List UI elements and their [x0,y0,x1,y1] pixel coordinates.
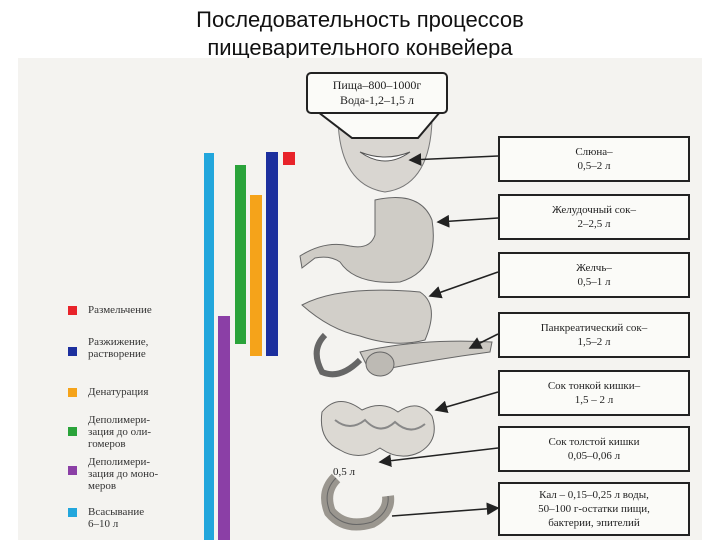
excretion-line-2: 50–100 г-остатки пищи, [538,503,650,515]
secretion-volume: 1,5 – 2 л [574,394,614,406]
legend-swatch-liquefaction [68,347,77,356]
bar-depolymerization-oligomers [235,165,246,344]
secretion-name: Сок тонкой кишки– [547,380,641,392]
legend-label-grinding: Размельчение [88,304,152,316]
legend-swatch-denaturation [68,388,77,397]
large-intestine-image [321,473,395,531]
stomach-image [299,197,434,283]
title-line-1: Последовательность процессов [196,7,524,32]
intake-food: Пища–800–1000г [332,78,422,92]
bar-depolymerization-monomers [218,316,230,540]
legend-label-liquefaction: Разжижение, растворение [88,336,149,360]
secretion-volume: 1,5–2 л [577,336,611,348]
secretion-volume: 0,05–0,06 л [567,450,621,462]
secretion-name: Желудочный сок– [552,204,636,216]
secretion-box-small-intestine: Сок тонкой кишки– 1,5 – 2 л [498,370,690,416]
secretion-name: Сок толстой кишки [548,436,640,448]
small-intestine-image [320,401,435,457]
secretion-box-saliva: Слюна– 0,5–2 л [498,136,690,182]
food-water-intake-box: Пища–800–1000г Вода-1,2–1,5 л [306,72,448,114]
liver-pancreas-image [301,289,493,378]
secretion-name: Желчь– [576,262,612,274]
legend-swatch-grinding [68,306,77,315]
excretion-box: Кал – 0,15–0,25 л воды, 50–100 г-остатки… [498,482,690,536]
excretion-line-3: бактерии, эпителий [548,517,640,529]
legend-label-absorption: Всасывание 6–10 л [88,506,145,530]
legend-label-oligomers: Деполимери- зация до оли- гомеров [88,414,152,450]
secretion-box-large-intestine: Сок толстой кишки 0,05–0,06 л [498,426,690,472]
title-line-2: пищеварительного конвейера [207,35,513,60]
legend-swatch-absorption [68,508,77,517]
excretion-line-1: Кал – 0,15–0,25 л воды, [539,489,649,501]
secretion-volume: 0,5–1 л [577,276,611,288]
secretion-name: Слюна– [575,146,613,158]
bar-denaturation [250,195,262,356]
secretion-box-pancreatic: Панкреатический сок– 1,5–2 л [498,312,690,358]
page-title: Последовательность процессов пищеварител… [0,6,720,62]
large-intestine-volume-label: 0,5 л [333,466,355,478]
secretion-volume: 2–2,5 л [577,218,611,230]
secretion-box-bile: Желчь– 0,5–1 л [498,252,690,298]
secretion-box-gastric: Желудочный сок– 2–2,5 л [498,194,690,240]
legend-label-denaturation: Денатурация [88,386,149,398]
bar-absorption [204,153,214,540]
secretion-volume: 0,5–2 л [577,160,611,172]
bar-grinding [283,152,295,165]
bar-liquefaction [266,152,278,356]
legend-swatch-monomers [68,466,77,475]
legend-swatch-oligomers [68,427,77,436]
legend-label-monomers: Деполимери- зация до моно- меров [88,456,159,492]
intake-water: Вода-1,2–1,5 л [339,93,415,107]
secretion-name: Панкреатический сок– [540,322,648,334]
